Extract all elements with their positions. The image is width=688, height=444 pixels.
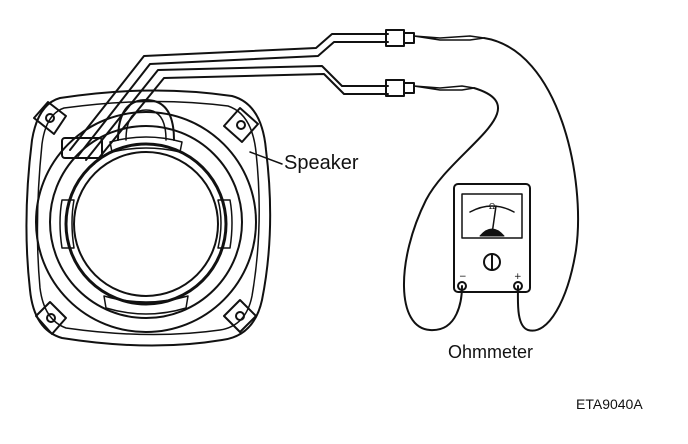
speaker xyxy=(25,89,272,347)
meter-lead-positive xyxy=(483,37,580,332)
probe-tip-upper xyxy=(413,35,485,41)
lead-wire-lower-2 xyxy=(93,73,389,165)
speaker-terminal-strip xyxy=(61,137,103,159)
speaker-frame-inner xyxy=(36,100,260,336)
probe-tip-lower xyxy=(413,85,475,91)
speaker-rim-middle xyxy=(49,125,243,319)
mounting-tab-bottom-right xyxy=(223,299,257,333)
speaker-cone-outer xyxy=(64,142,228,306)
mounting-tab-top-left xyxy=(33,101,67,135)
speaker-frame xyxy=(25,89,272,347)
speaker-cone-inner xyxy=(73,151,219,297)
ohmmeter-terminal-negative xyxy=(457,281,467,291)
mounting-tab-bottom-left xyxy=(35,301,67,335)
lead-connector-upper xyxy=(385,29,405,47)
ohmmeter-scale-window xyxy=(461,193,523,239)
ohmmeter xyxy=(453,183,531,293)
speaker-basket-slot xyxy=(217,199,233,249)
ohmmeter-needle-pivot xyxy=(479,228,505,237)
speaker-leads xyxy=(69,29,485,165)
ohmmeter-label: Ohmmeter xyxy=(448,342,534,362)
lead-connector-upper-mate xyxy=(403,32,415,44)
speaker-leader-line xyxy=(249,151,283,165)
speaker-rim-outer xyxy=(35,111,257,333)
mounting-tab-top-right xyxy=(223,107,259,143)
meter-leads xyxy=(403,37,580,332)
lead-connector-lower-mate xyxy=(403,82,415,94)
ohmmeter-terminal-positive-label: + xyxy=(514,272,522,282)
ohmmeter-scale-symbol: Ω xyxy=(489,202,495,211)
ohmmeter-body xyxy=(453,183,531,293)
lead-wire-lower xyxy=(85,65,389,161)
ohmmeter-terminal-negative-label: − xyxy=(459,272,467,282)
speaker-label: Speaker xyxy=(284,152,359,174)
ohmmeter-scale-arc xyxy=(469,205,515,213)
meter-lead-negative xyxy=(403,87,500,332)
speaker-magnet-bracket-inner xyxy=(125,109,167,141)
figure-code: ETA9040A xyxy=(576,396,643,412)
speaker-basket-slot xyxy=(59,199,75,249)
ohmmeter-terminal-positive xyxy=(513,281,523,291)
lead-wire-upper xyxy=(69,33,389,151)
lead-wire-upper-2 xyxy=(77,41,389,157)
